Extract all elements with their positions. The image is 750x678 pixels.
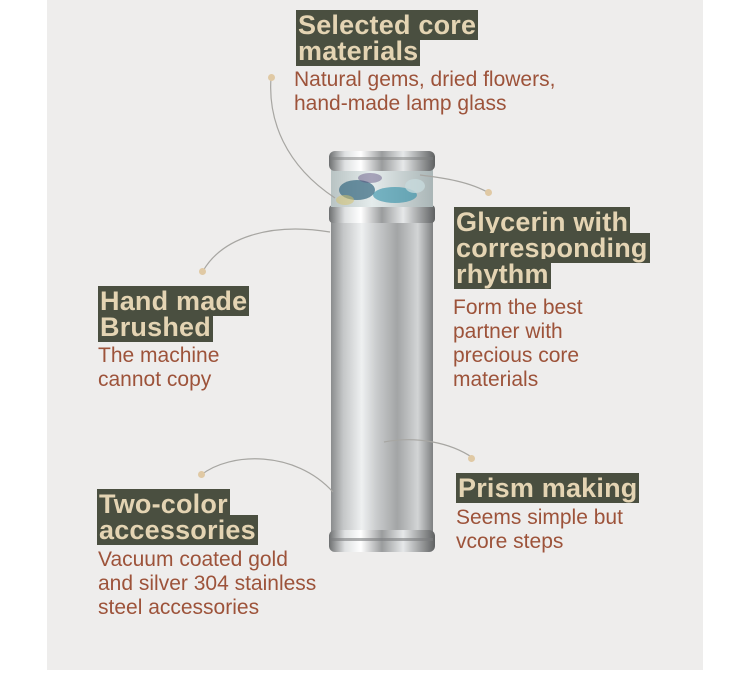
feature-desc-brushed: The machine cannot copy — [98, 344, 298, 392]
desc-line: hand-made lamp glass — [294, 92, 507, 115]
desc-line: Natural gems, dried flowers, — [294, 68, 556, 91]
feature-desc-core: Natural gems, dried flowers, hand-made l… — [294, 68, 614, 116]
callout-dot-glycerin — [485, 189, 492, 196]
feature-title-accessories: Two-color accessories — [97, 489, 258, 545]
desc-line: precious core — [453, 344, 580, 367]
desc-line: steel accessories — [98, 596, 260, 619]
desc-line: Seems simple but — [456, 506, 623, 529]
desc-line: Vacuum coated gold — [98, 548, 288, 571]
feature-desc-accessories: Vacuum coated gold and silver 304 stainl… — [98, 548, 378, 620]
callout-dot-prism — [468, 455, 475, 462]
desc-line: The machine — [98, 344, 220, 367]
desc-line: Form the best — [453, 296, 583, 319]
desc-line: cannot copy — [98, 368, 212, 391]
feature-title-brushed: Hand made Brushed — [98, 286, 250, 342]
callout-dot-core — [268, 74, 275, 81]
desc-line: vcore steps — [456, 530, 564, 553]
desc-line: materials — [453, 368, 539, 391]
callout-dot-brushed — [199, 268, 206, 275]
desc-line: partner with — [453, 320, 563, 343]
feature-title-glycerin: Glycerin with corresponding rhythm — [454, 207, 650, 289]
feature-desc-glycerin: Form the best partner with precious core… — [453, 296, 653, 392]
callout-dot-accessories — [198, 471, 205, 478]
feature-desc-prism: Seems simple but vcore steps — [456, 506, 676, 554]
desc-line: and silver 304 stainless — [98, 572, 317, 595]
feature-title-prism: Prism making — [456, 473, 640, 503]
feature-title-core: Selected core materials — [296, 10, 479, 66]
